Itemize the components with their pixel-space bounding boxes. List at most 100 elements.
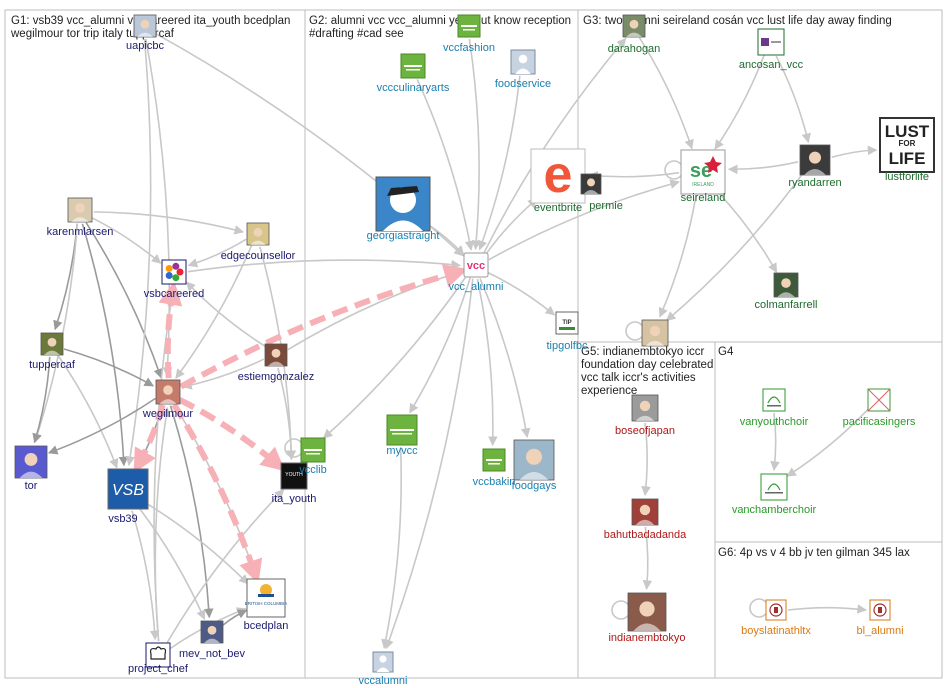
edge-uapicbc-wegilmour xyxy=(145,38,173,377)
node-uapicbc[interactable]: uapicbc xyxy=(126,14,164,52)
node-logo-text: e xyxy=(544,146,573,204)
edge-tuppercaf-tor xyxy=(32,356,51,444)
node-label: project_chef xyxy=(128,663,189,675)
edge-vsb39-project_chef xyxy=(131,510,160,641)
node-foodgays[interactable]: foodgays xyxy=(512,439,557,492)
edge-vsb39-bcedplan xyxy=(144,501,249,585)
node-g3profile[interactable] xyxy=(641,319,669,347)
node-label: karenmlarsen xyxy=(47,226,114,238)
node-label: vccbakin xyxy=(473,476,516,488)
profile-icon xyxy=(641,319,669,347)
node-label: vanchamberchoir xyxy=(732,504,817,516)
node-ryandarren[interactable]: ryandarren xyxy=(788,144,842,189)
edge-vcc_alumni-myvcc xyxy=(409,277,472,414)
edge-vcc_alumni-seireland xyxy=(488,179,680,261)
node-foodservice[interactable]: foodservice xyxy=(495,49,551,90)
edge-ancosan_vcc-seireland xyxy=(714,55,765,150)
node-boyslatinathltx[interactable]: boyslatinathltx xyxy=(741,599,811,637)
group-title-line: vcc talk iccr's activities xyxy=(581,372,696,384)
node-mev_not_bev[interactable]: mev_not_bev xyxy=(179,620,246,660)
node-label: ita_youth xyxy=(272,493,317,505)
edge-tuppercaf-vsb39 xyxy=(57,355,119,469)
node-label: pacificasingers xyxy=(843,416,916,428)
node-bahutbadadanda[interactable]: bahutbadadanda xyxy=(604,498,687,541)
logo-icon xyxy=(161,259,187,285)
node-georgiastraight[interactable]: georgiastraight xyxy=(367,176,440,242)
node-ita_youth[interactable]: YOUTH ita_youth xyxy=(272,462,317,505)
group-title-line: experience xyxy=(581,385,637,397)
edge-pacificasingers-vanchamberchoir xyxy=(786,407,870,477)
edge-karenmlarsen-edgecounsellor xyxy=(93,211,245,235)
edge-seireland-g3profile xyxy=(658,194,697,318)
edge-vccculinaryarts-vcc_alumni xyxy=(416,79,475,251)
node-label: vsbcareered xyxy=(144,288,205,300)
profile-icon xyxy=(133,14,157,38)
node-bl_alumni[interactable]: bl_alumni xyxy=(856,599,904,637)
node-vsbcareered[interactable]: vsbcareered xyxy=(144,259,205,300)
profile-icon xyxy=(627,592,667,632)
node-vanchamberchoir[interactable]: vanchamberchoir xyxy=(732,473,817,516)
node-label: eventbrite xyxy=(534,202,582,214)
edge-estiemgonzalez-vcc_alumni xyxy=(287,269,463,351)
node-vanyouthchoir[interactable]: vanyouthchoir xyxy=(740,388,809,428)
profile-icon xyxy=(200,620,224,644)
node-logo-text: TIP xyxy=(562,320,571,326)
edge-foodservice-vcc_alumni xyxy=(478,75,521,251)
node-pacificasingers[interactable]: pacificasingers xyxy=(843,388,916,428)
node-vccculinaryarts[interactable]: vccculinaryarts xyxy=(377,53,450,94)
node-label: ryandarren xyxy=(788,177,841,189)
node-vccalumni[interactable]: vccalumni xyxy=(359,651,408,687)
node-boseofjapan[interactable]: boseofjapan xyxy=(615,394,675,437)
edge-vanyouthchoir-vanchamberchoir xyxy=(770,412,780,471)
group-titles: G1: vsb39 vcc_alumni vsbcareered ita_you… xyxy=(10,15,910,559)
node-indianembtokyo[interactable]: indianembtokyo xyxy=(608,592,686,644)
node-logo-text: BRITISH COLUMBIA xyxy=(245,601,288,606)
node-karenmlarsen[interactable]: karenmlarsen xyxy=(47,197,114,238)
node-darahogan[interactable]: darahogan xyxy=(608,14,661,55)
node-project_chef[interactable]: project_chef xyxy=(128,642,189,675)
node-label: vsb39 xyxy=(108,513,137,525)
node-label: boseofjapan xyxy=(615,425,675,437)
node-permie[interactable]: permie xyxy=(580,173,623,212)
node-label: seireland xyxy=(681,192,726,204)
node-colmanfarrell[interactable]: colmanfarrell xyxy=(755,272,818,311)
node-ancosan_vcc[interactable]: ancosan_vcc xyxy=(739,28,804,71)
node-edgecounsellor[interactable]: edgecounsellor xyxy=(221,222,296,262)
edge-wegilmour-vsbcareered xyxy=(158,280,183,379)
node-wegilmour[interactable]: wegilmour xyxy=(142,379,193,420)
edge-wegilmour-bcedplan xyxy=(171,403,263,585)
logo-icon xyxy=(375,176,431,232)
node-vcclib[interactable]: vcclib xyxy=(299,437,327,476)
edge-mev_not_bev-bcedplan xyxy=(222,609,248,626)
node-tor[interactable]: tor xyxy=(14,445,48,492)
node-estiemgonzalez[interactable]: estiemgonzalez xyxy=(238,343,314,383)
group-title-line: G3: two alumni seireland cosán vcc lust … xyxy=(583,15,892,27)
nodes-layer: uapicbc karenmlarsen vsbcareered edgecounse… xyxy=(14,14,935,687)
node-label: mev_not_bev xyxy=(179,648,246,660)
default-avatar-icon xyxy=(510,49,536,75)
edge-ancosan_vcc-ryandarren xyxy=(775,55,811,144)
edge-vsb39-mev_not_bev xyxy=(138,507,206,620)
node-tuppercaf[interactable]: tuppercaf xyxy=(29,332,76,371)
node-vccfashion[interactable]: vccfashion xyxy=(443,14,495,54)
edge-myvcc-vccalumni xyxy=(381,446,403,649)
logo-icon: TIP xyxy=(555,311,579,335)
node-vccbaking[interactable]: vccbakin xyxy=(473,448,516,488)
edge-edgecounsellor-wegilmour xyxy=(175,244,253,379)
node-label: wegilmour xyxy=(142,408,193,420)
group-title-g4: G4 xyxy=(718,346,734,358)
self-loop-g3profile xyxy=(625,321,645,341)
node-logo-text: YOUTH xyxy=(285,472,303,478)
node-myvcc[interactable]: myvcc xyxy=(386,414,418,457)
edge-vcc_alumni-vccbaking xyxy=(476,278,498,447)
node-label: vanyouthchoir xyxy=(740,416,809,428)
group-title-g2: G2: alumni vcc vcc_alumni year out know … xyxy=(309,15,571,40)
